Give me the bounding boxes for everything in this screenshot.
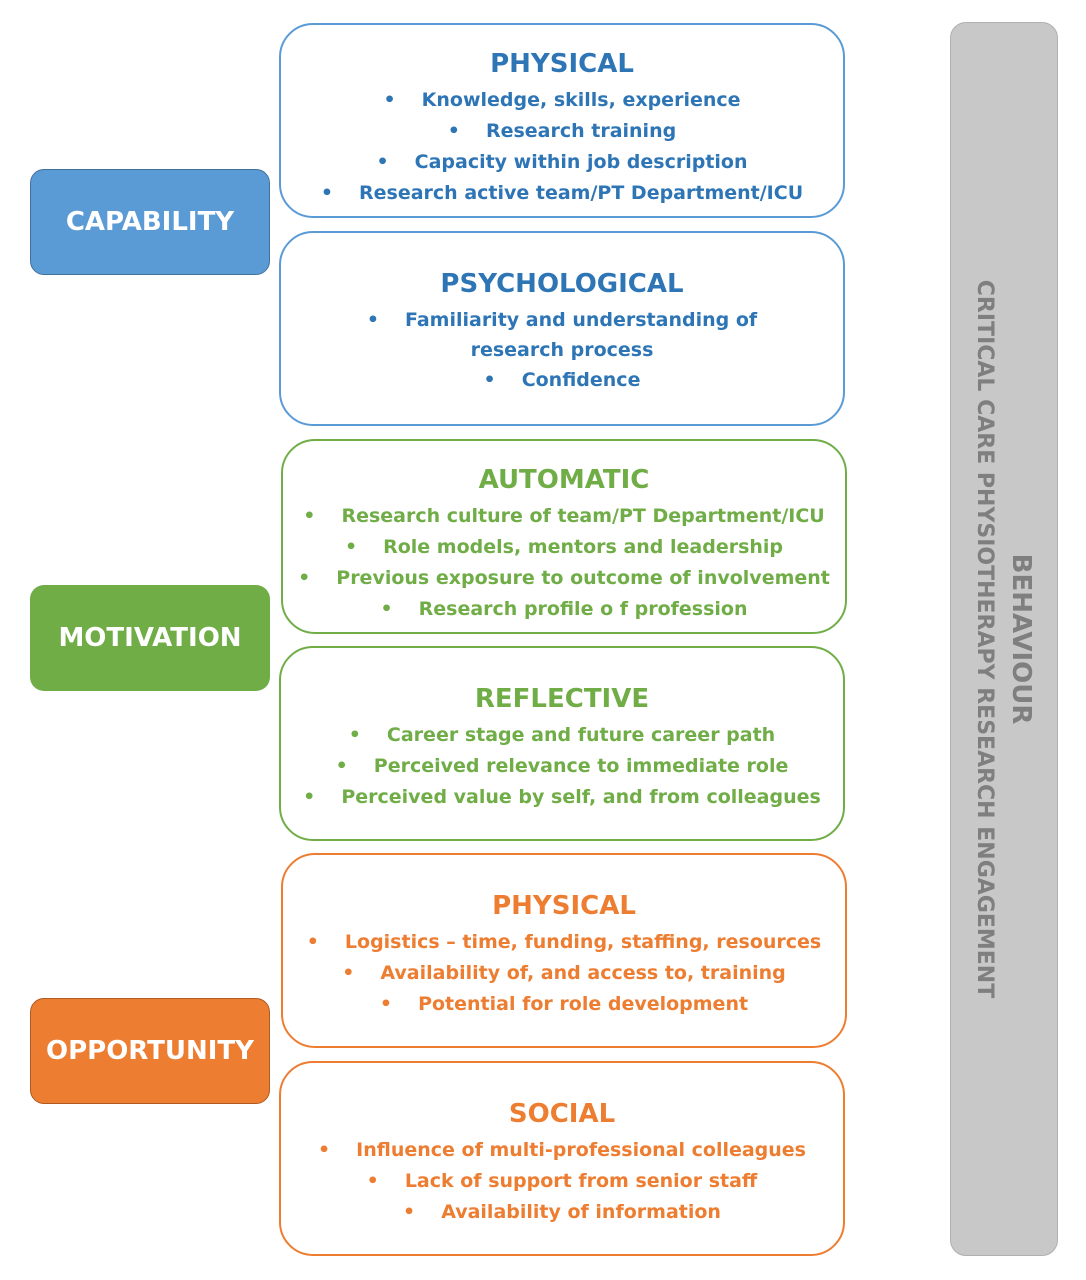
list-item: Research training — [281, 116, 843, 147]
list-item: Influence of multi-professional colleagu… — [281, 1135, 843, 1166]
motivation-automatic-box: AUTOMATIC Research culture of team/PT De… — [281, 439, 847, 634]
list-item: Research active team/PT Department/ICU — [281, 178, 843, 209]
list-item: Confidence — [281, 365, 843, 396]
capability-label-text: CAPABILITY — [65, 207, 235, 237]
list-item: Research profile o f profession — [283, 594, 845, 625]
list-item: Perceived value by self, and from collea… — [281, 782, 843, 813]
opportunity-physical-title: PHYSICAL — [492, 891, 636, 921]
capability-psychological-list: Familiarity and understanding of researc… — [281, 305, 843, 396]
opportunity-social-title: SOCIAL — [508, 1099, 616, 1129]
list-item: Research culture of team/PT Department/I… — [283, 501, 845, 532]
motivation-label-text: MOTIVATION — [58, 623, 242, 653]
motivation-automatic-title: AUTOMATIC — [478, 465, 650, 495]
opportunity-social-list: Influence of multi-professional colleagu… — [281, 1135, 843, 1228]
opportunity-social-box: SOCIAL Influence of multi-professional c… — [279, 1061, 845, 1256]
list-item: Perceived relevance to immediate role — [281, 751, 843, 782]
behaviour-bar: BEHAVIOUR CRITICAL CARE PHYSIOTHERAPY RE… — [950, 22, 1058, 1256]
motivation-label: MOTIVATION — [30, 585, 270, 691]
opportunity-physical-list: Logistics – time, funding, staffing, res… — [283, 927, 845, 1020]
list-item: Role models, mentors and leadership — [283, 532, 845, 563]
list-item: Availability of, and access to, training — [283, 958, 845, 989]
list-item: Career stage and future career path — [281, 720, 843, 751]
capability-psychological-title: PSYCHOLOGICAL — [440, 269, 684, 299]
list-item: Logistics – time, funding, staffing, res… — [283, 927, 845, 958]
list-item: Availability of information — [281, 1197, 843, 1228]
list-item: Familiarity and understanding of researc… — [281, 305, 843, 365]
list-item: Lack of support from senior staff — [281, 1166, 843, 1197]
motivation-automatic-list: Research culture of team/PT Department/I… — [283, 501, 845, 625]
capability-physical-box: PHYSICAL Knowledge, skills, experience R… — [279, 23, 845, 218]
list-item: Previous exposure to outcome of involvem… — [283, 563, 845, 594]
capability-psychological-box: PSYCHOLOGICAL Familiarity and understand… — [279, 231, 845, 426]
opportunity-physical-box: PHYSICAL Logistics – time, funding, staf… — [281, 853, 847, 1048]
opportunity-label-text: OPPORTUNITY — [45, 1036, 254, 1066]
capability-label: CAPABILITY — [30, 169, 270, 275]
list-item: Capacity within job description — [281, 147, 843, 178]
behaviour-title: BEHAVIOUR — [1006, 553, 1036, 725]
opportunity-label: OPPORTUNITY — [30, 998, 270, 1104]
motivation-reflective-box: REFLECTIVE Career stage and future caree… — [279, 646, 845, 841]
motivation-reflective-title: REFLECTIVE — [474, 684, 650, 714]
behaviour-bar-text: BEHAVIOUR CRITICAL CARE PHYSIOTHERAPY RE… — [967, 280, 1041, 998]
capability-physical-title: PHYSICAL — [490, 49, 634, 79]
behaviour-subtitle: CRITICAL CARE PHYSIOTHERAPY RESEARCH ENG… — [972, 279, 997, 999]
list-item: Knowledge, skills, experience — [281, 85, 843, 116]
capability-physical-list: Knowledge, skills, experience Research t… — [281, 85, 843, 209]
list-item: Potential for role development — [283, 989, 845, 1020]
motivation-reflective-list: Career stage and future career path Perc… — [281, 720, 843, 813]
